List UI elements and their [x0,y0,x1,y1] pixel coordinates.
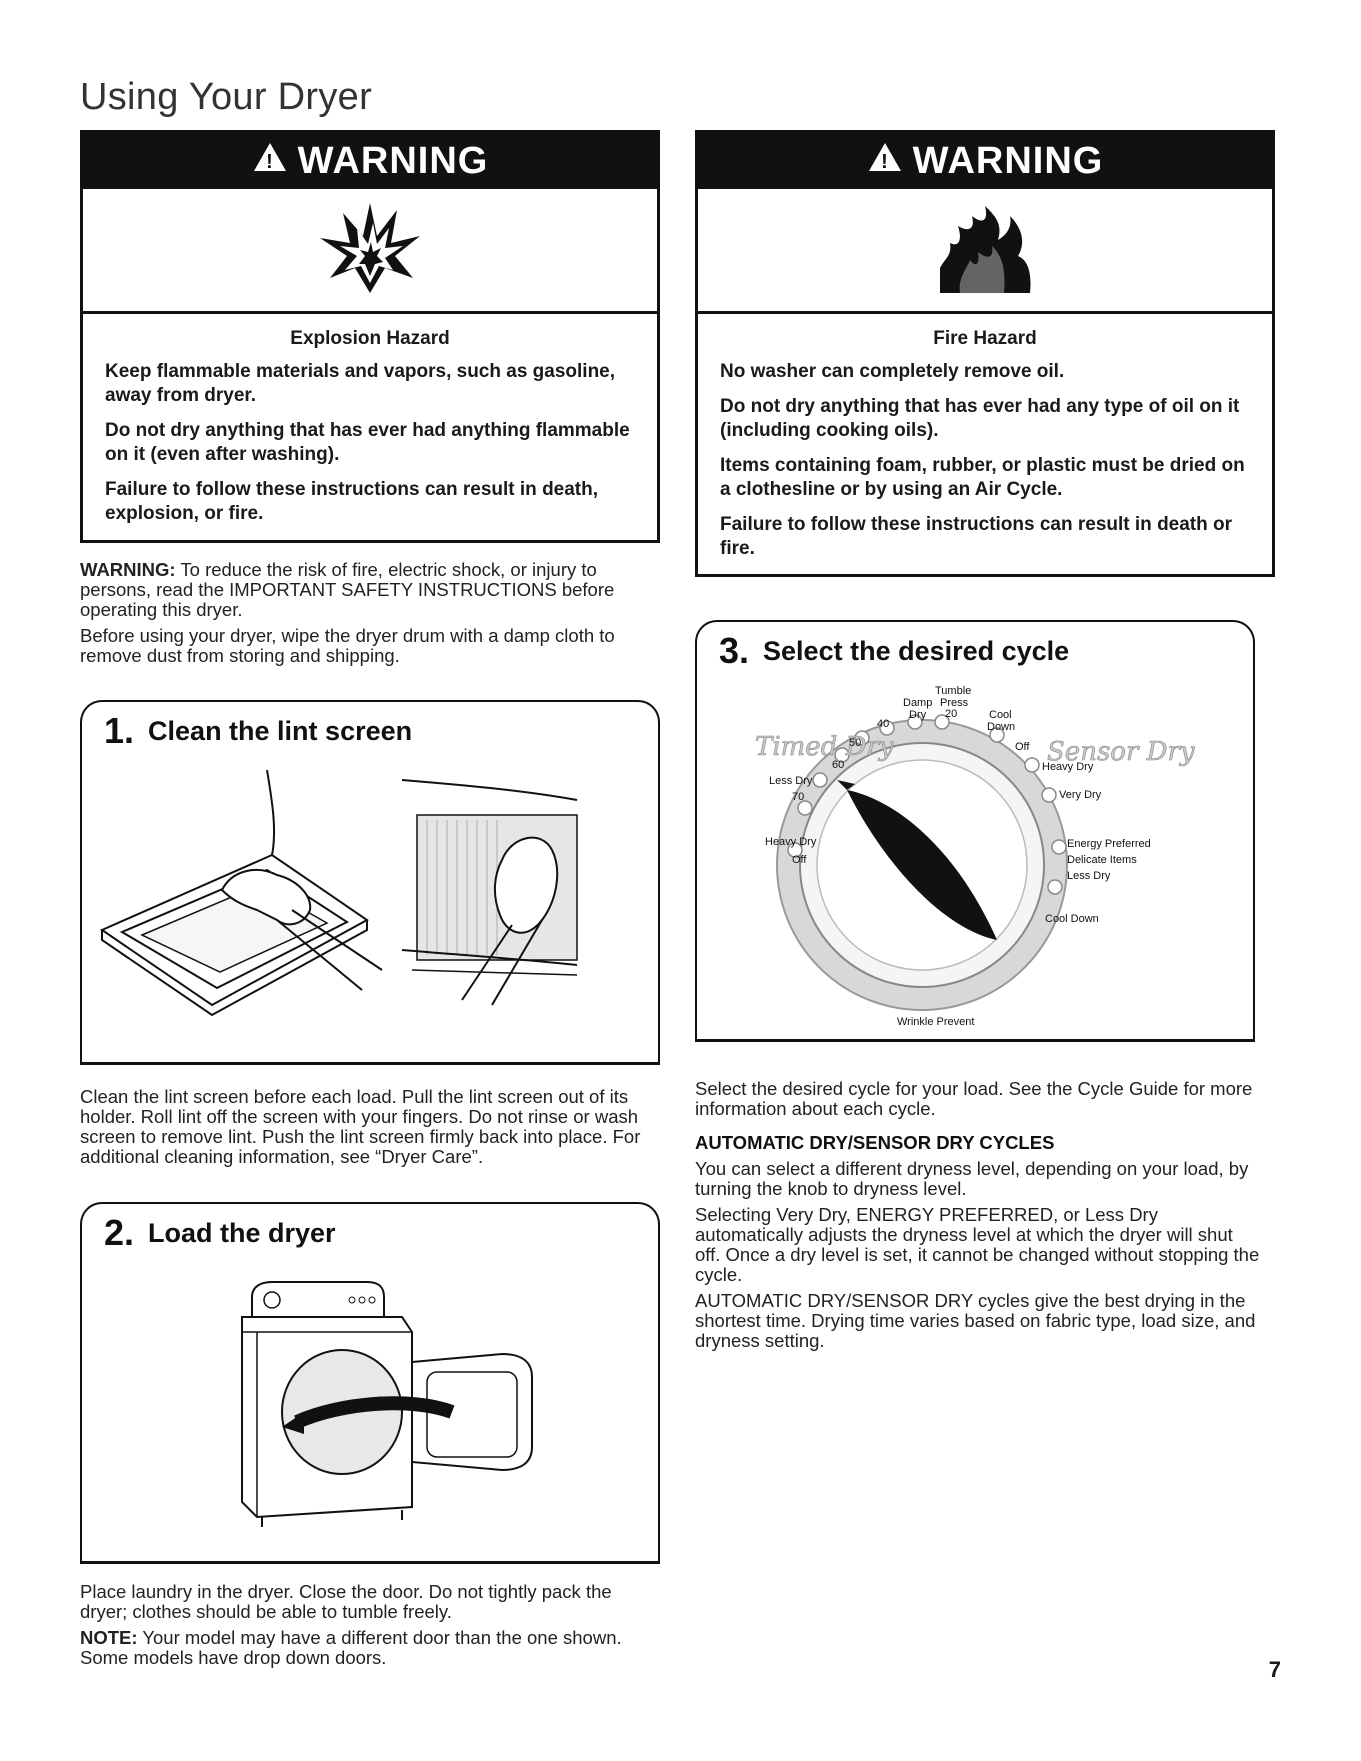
svg-text:Off: Off [1015,741,1030,753]
svg-text:50: 50 [849,737,861,749]
svg-text:Delicate Items: Delicate Items [1067,854,1137,866]
svg-text:Cool Down: Cool Down [1045,913,1099,925]
step1-illustration [80,760,660,1065]
fire-icon [930,198,1040,303]
intro-text: WARNING: To reduce the risk of fire, ele… [80,560,660,672]
step2-text: Place laundry in the dryer. Close the do… [80,1582,660,1674]
svg-text:Energy Preferred: Energy Preferred [1067,838,1151,850]
warning-triangle-icon: ! [867,140,903,183]
hazard-title: Fire Hazard [933,328,1037,349]
step2-panel: 2. Load the dryer [80,1202,660,1264]
svg-text:Less Dry: Less Dry [1067,870,1111,882]
step1-heading: 1. Clean the lint screen [82,702,658,762]
svg-text:!: ! [881,151,889,173]
step3-instructions: Select the desired cycle for your load. … [695,1078,1253,1119]
warning-triangle-icon: ! [252,140,288,183]
warning-line: Keep flammable materials and vapors, suc… [105,361,616,406]
step3-heading: 3. Select the desired cycle [697,622,1253,682]
step3-para: AUTOMATIC DRY/SENSOR DRY cycles give the… [695,1290,1256,1351]
step3-text: Select the desired cycle for your load. … [695,1079,1260,1357]
svg-text:Off: Off [792,854,807,866]
step3-para: You can select a different dryness level… [695,1158,1249,1199]
svg-text:Wrinkle Prevent: Wrinkle Prevent [897,1016,974,1028]
warning-line: Items containing foam, rubber, or plasti… [720,455,1245,500]
intro-before-use: Before using your dryer, wipe the dryer … [80,625,615,666]
page-number: 7 [1268,1657,1281,1682]
cycle-dial: Timed Dry Sensor Dry Tumble Press Damp D… [755,685,1196,1028]
warning-line: Failure to follow these instructions can… [720,514,1233,559]
warning-line: Do not dry anything that has ever had an… [105,420,630,465]
step1-text: Clean the lint screen before each load. … [80,1086,641,1167]
step3-para: Selecting Very Dry, ENERGY PREFERRED, or… [695,1204,1260,1285]
step3-illustration: Timed Dry Sensor Dry Tumble Press Damp D… [695,680,1255,1042]
explosion-icon-area [83,189,657,314]
step3-panel: 3. Select the desired cycle [695,620,1255,682]
svg-text:70: 70 [792,791,804,803]
dryer-illustration [241,1281,533,1527]
intro-warning: WARNING: To reduce the risk of fire, ele… [80,559,615,620]
section-heading: AUTOMATIC DRY/SENSOR DRY CYCLES [695,1132,1055,1153]
svg-text:Less Dry: Less Dry [769,775,813,787]
svg-text:Down: Down [987,721,1015,733]
fire-icon-area [698,189,1272,314]
svg-text:60: 60 [832,759,844,771]
svg-text:Heavy Dry: Heavy Dry [765,836,817,848]
warning-box-explosion: ! WARNING Explosion Hazard Keep flammabl… [80,130,660,543]
svg-text:Dry: Dry [909,709,927,721]
warning-line: No washer can completely remove oil. [720,361,1065,382]
warning-line: Do not dry anything that has ever had an… [720,396,1240,441]
warning-line: Failure to follow these instructions can… [105,479,599,524]
svg-text:Heavy Dry: Heavy Dry [1042,761,1094,773]
step2-instructions: Place laundry in the dryer. Close the do… [80,1581,612,1622]
svg-text:Cool: Cool [989,709,1012,721]
sensor-dry-label: Sensor Dry [1047,737,1195,767]
warning-header: ! WARNING [698,133,1272,189]
warning-header: ! WARNING [83,133,657,189]
explosion-icon [315,198,425,303]
step2-illustration [80,1262,660,1564]
step1-panel: 1. Clean the lint screen [80,700,660,762]
svg-text:40: 40 [877,718,889,730]
page-title: Using Your Dryer [80,76,373,118]
svg-text:Damp: Damp [903,697,932,709]
svg-text:!: ! [266,151,274,173]
lint-screen-illustration [99,769,578,1017]
warning-box-fire: ! WARNING Fire Hazard No washer can comp… [695,130,1275,577]
svg-text:Press: Press [940,697,969,709]
timed-dry-label: Timed Dry [755,732,894,762]
step2-note: NOTE: Your model may have a different do… [80,1627,622,1668]
step2-heading: 2. Load the dryer [82,1204,658,1264]
svg-text:Very Dry: Very Dry [1059,789,1102,801]
hazard-title: Explosion Hazard [290,328,450,349]
svg-text:Tumble: Tumble [935,685,971,697]
svg-text:20: 20 [945,708,957,720]
